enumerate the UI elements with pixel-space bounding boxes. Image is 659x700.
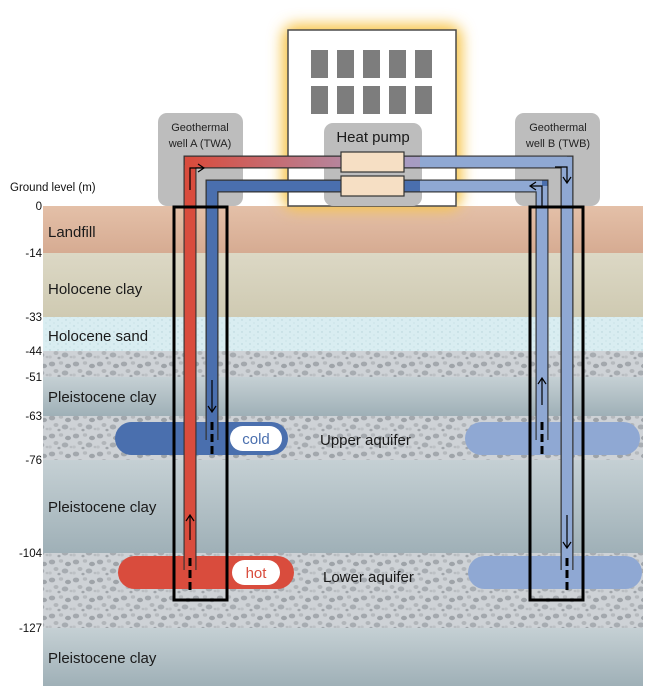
- well-a-label-line2: well A (TWA): [168, 138, 232, 150]
- layer-label-pleistocene-clay-2: Pleistocene clay: [48, 499, 157, 516]
- depth-tick: -127: [19, 623, 42, 635]
- lower-aquifer-label: Lower aquifer: [323, 569, 414, 586]
- upper-aquifer-label: Upper aquifer: [320, 432, 411, 449]
- depth-tick: -44: [25, 346, 42, 358]
- building-windows: [311, 50, 432, 114]
- heat-exchanger-top: [340, 151, 405, 173]
- flow-arrows: [185, 163, 572, 550]
- ground-level-label: Ground level (m): [10, 182, 96, 194]
- depth-ticks: 0 -14 -33 -44 -51 -63 -76 -104 -127: [19, 201, 43, 635]
- layer-pleistocene-clay-3: [43, 628, 643, 686]
- well-b-boundary: [528, 205, 585, 602]
- heat-pump-label: Heat pump: [336, 129, 409, 146]
- cold-label: cold: [242, 431, 270, 448]
- layer-label-pleistocene-clay-1: Pleistocene clay: [48, 389, 157, 406]
- layer-label-holocene-clay: Holocene clay: [48, 281, 143, 298]
- well-a-boundary: [172, 205, 229, 602]
- depth-tick: -33: [25, 312, 42, 324]
- depth-tick: -14: [25, 248, 42, 260]
- depth-tick: -51: [25, 372, 42, 384]
- layer-label-landfill: Landfill: [48, 224, 96, 241]
- well-a-label-line1: Geothermal: [171, 122, 228, 134]
- layer-label-pleistocene-clay-3: Pleistocene clay: [48, 650, 157, 667]
- depth-tick: 0: [36, 201, 42, 213]
- warm-plume-right-lower: [468, 556, 642, 589]
- depth-tick: -104: [19, 548, 43, 560]
- cold-bubble: [230, 426, 282, 451]
- layer-pleistocene-clay-2: [43, 460, 643, 553]
- hot-label: hot: [246, 565, 268, 582]
- well-b-label-line1: Geothermal: [529, 122, 586, 134]
- well-screens: [188, 422, 569, 590]
- well-b-label-line2: well B (TWB): [525, 138, 590, 150]
- layer-label-holocene-sand: Holocene sand: [48, 328, 148, 345]
- depth-tick: -76: [25, 455, 42, 467]
- layer-landfill: [43, 206, 643, 253]
- heat-exchanger-bottom: [340, 175, 405, 197]
- hot-bubble: [232, 560, 280, 585]
- layer-gravel-1: [43, 351, 643, 377]
- depth-tick: -63: [25, 411, 42, 423]
- warm-plume-right-upper: [465, 422, 640, 455]
